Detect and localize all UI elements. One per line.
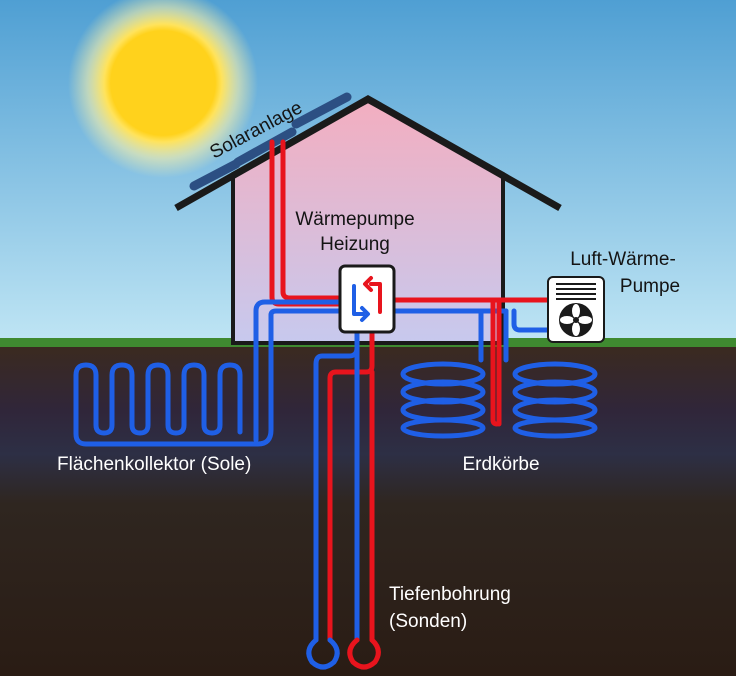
collector-meander — [73, 312, 274, 447]
air-pump-label-line2: Pumpe — [620, 276, 680, 297]
ground-basket-left — [400, 297, 500, 439]
heat-pump-label-line2: Heizung — [320, 234, 390, 255]
solar-panels — [189, 92, 352, 191]
surface-collector-label: Flächenkollektor (Sole) — [57, 454, 251, 475]
ground-basket-right — [496, 297, 598, 439]
borehole-label-line1: Tiefenbohrung — [389, 584, 511, 605]
house-roof — [174, 94, 562, 212]
borehole-pipe-red-1 — [327, 330, 375, 643]
solar-pipe-red-2 — [280, 139, 348, 301]
soil-background — [0, 345, 736, 676]
borehole-loop-1 — [306, 637, 340, 670]
air-pump-label-line1: Luft-Wärme- — [570, 249, 676, 270]
ground-baskets-label: Erdkörbe — [462, 454, 539, 475]
vent-lines — [556, 283, 596, 300]
pipe-network — [73, 139, 598, 670]
fan-icon — [559, 303, 593, 337]
borehole-loop-2 — [347, 637, 381, 670]
heat-exchange-icon — [352, 276, 382, 322]
sun-icon — [68, 0, 258, 178]
heat-pump-unit — [338, 264, 396, 334]
borehole-label-line2: (Sonden) — [389, 611, 467, 632]
air-heat-pump-unit — [547, 276, 605, 343]
heat-pump-label-line1: Wärmepumpe — [295, 209, 414, 230]
collector-pipe-blue — [253, 299, 348, 443]
collector-link-blue — [268, 308, 348, 318]
